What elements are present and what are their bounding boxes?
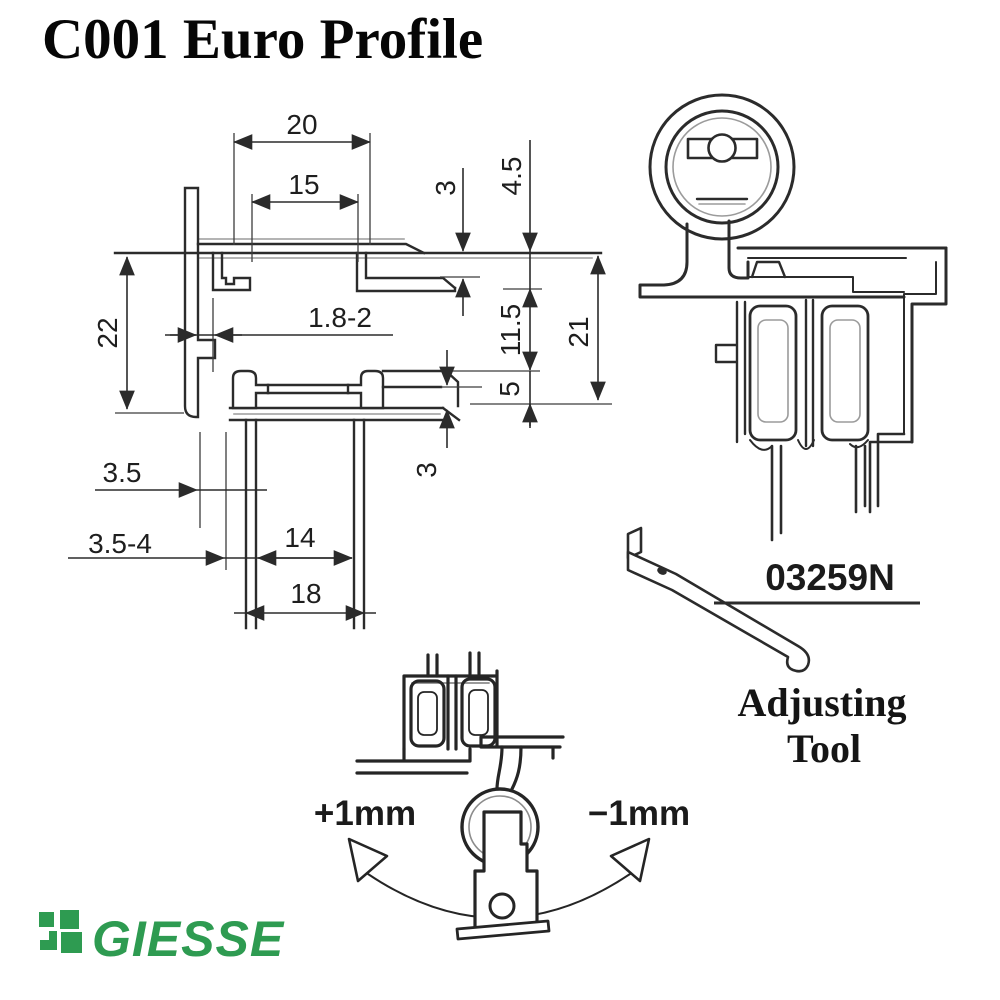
tool-shank-hole — [488, 892, 516, 920]
tool-shaft — [626, 550, 811, 673]
roller-cam-detail — [638, 93, 948, 542]
gasket-block-right — [820, 304, 870, 442]
rotate-left-arrowhead — [347, 837, 389, 883]
mini-gasket-left — [409, 679, 446, 748]
dim-label-wall-1-8-2: 1.8-2 — [308, 302, 372, 333]
gasket-hook-left — [231, 369, 270, 410]
glass-lines — [770, 444, 867, 542]
dim-label-11-5: 11.5 — [495, 304, 526, 356]
gasket-hook-right — [346, 369, 385, 410]
page-title: C001 Euro Profile — [42, 8, 483, 71]
plus-adjustment-label: +1mm — [314, 794, 416, 833]
tool-hole — [657, 567, 667, 575]
tool-caption-line1: Adjusting — [738, 680, 907, 725]
tool-caption-line2: Tool — [787, 726, 861, 771]
dim-label-21: 21 — [563, 316, 594, 347]
frame-right-wall — [910, 246, 948, 444]
part-number-label: 03259N — [765, 557, 895, 598]
frame-top-flange — [196, 242, 426, 255]
tool-base — [455, 919, 551, 941]
dim-label-20: 20 — [286, 109, 317, 140]
glazing-hook-left — [211, 251, 252, 292]
dim-label-4-5: 4.5 — [496, 157, 527, 196]
glazing-hook-right — [355, 251, 457, 293]
dim-label-18: 18 — [290, 578, 321, 609]
giesse-wordmark: GIESSE — [92, 911, 285, 967]
giesse-logo-mark — [39, 910, 82, 953]
u-channel-walls — [244, 418, 366, 630]
dim-label-3-top: 3 — [430, 180, 461, 196]
dim-label-22: 22 — [92, 317, 123, 348]
adjusting-tool-illustration — [626, 526, 811, 673]
dim-label-15: 15 — [288, 169, 319, 200]
dim-label-3-5-4: 3.5-4 — [88, 528, 152, 559]
giesse-logo: GIESSE — [39, 910, 285, 967]
dim-label-5: 5 — [494, 381, 525, 397]
dim-label-3-bottom: 3 — [411, 462, 442, 478]
cam-stem — [495, 745, 523, 791]
dim-label-14: 14 — [284, 522, 315, 553]
frame-fin — [183, 186, 217, 419]
dim-label-3-5: 3.5 — [103, 457, 142, 488]
roller-outer-circle — [648, 93, 796, 241]
adjustment-rotation-diagram — [347, 651, 651, 941]
dimension-lines — [68, 134, 606, 621]
gasket-block-left — [748, 304, 798, 442]
rotate-right-arrowhead — [609, 837, 651, 883]
minus-adjustment-label: −1mm — [588, 794, 690, 833]
mini-gasket-right — [460, 677, 497, 748]
tool-flag — [626, 526, 643, 560]
roller-stem — [638, 222, 906, 299]
sash-web — [266, 383, 350, 395]
cam-boss — [707, 133, 737, 163]
roller-inner-circle — [664, 109, 780, 225]
main-profile-cross-section — [113, 186, 603, 630]
dimension-labels: 20 15 1.8-2 14 18 3.5 3.5-4 22 3 4.5 11.… — [88, 109, 594, 609]
